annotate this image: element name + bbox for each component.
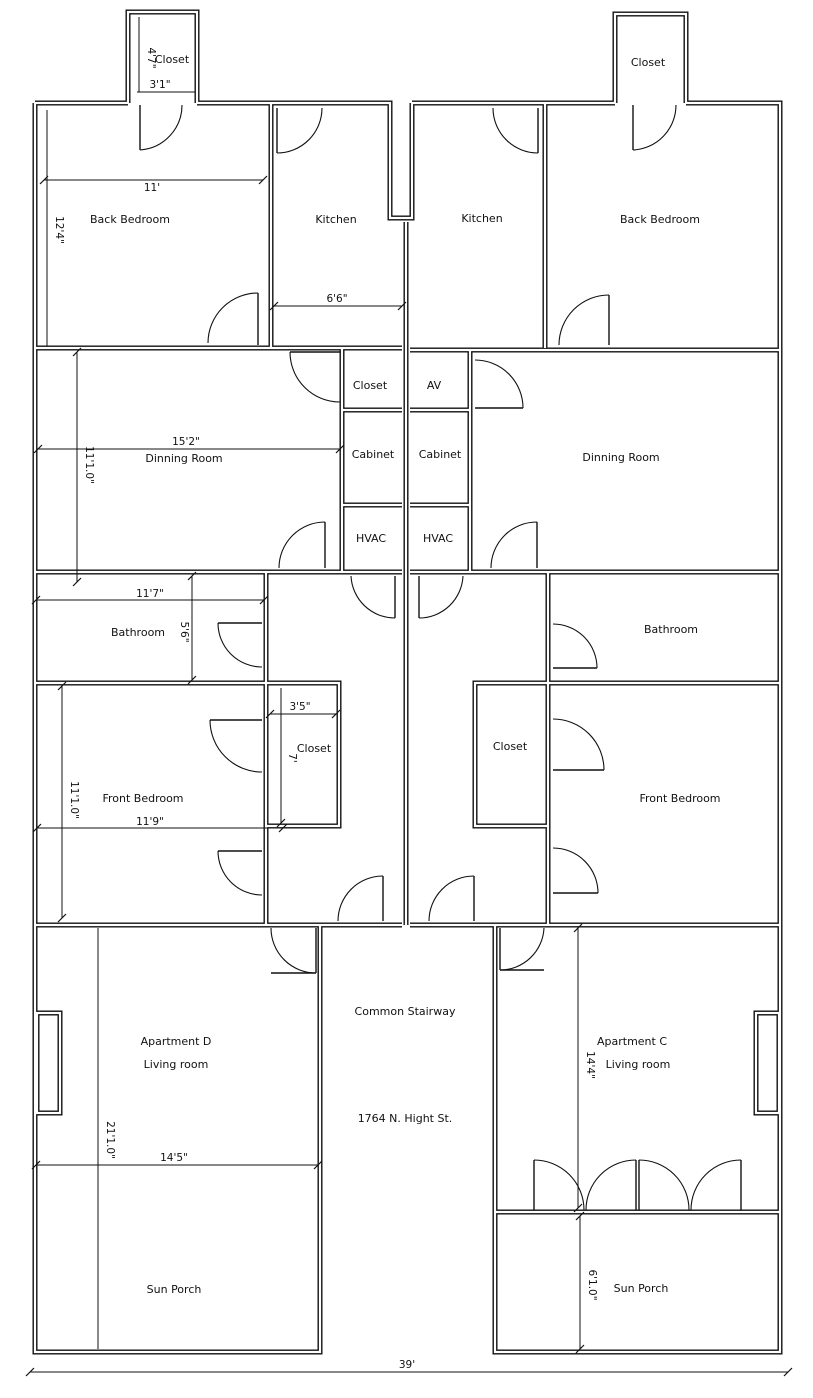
door-hall-d-bottom: [337, 875, 384, 922]
label-back-bedroom-c: Back Bedroom: [620, 213, 700, 226]
door-french-c-left: [533, 1159, 585, 1211]
door-back-bedroom-c: [558, 294, 610, 346]
dim-closet-top-h: 4'7": [145, 47, 157, 68]
dim-front-bedroom-h: 11'1.0": [68, 781, 80, 819]
label-closet-front-d: Closet: [297, 742, 332, 755]
label-kitchen-c: Kitchen: [461, 212, 502, 225]
label-cabinet-d: Cabinet: [352, 448, 395, 461]
door-dining-c-top: [474, 359, 524, 409]
label-bathroom-c: Bathroom: [644, 623, 698, 636]
door-dining-d-bottom: [278, 521, 326, 569]
label-living-c: Living room: [606, 1058, 671, 1071]
dim-dining-h: 11'1.0": [83, 446, 95, 484]
door-french-c-midl: [585, 1159, 637, 1211]
label-common-stairway: Common Stairway: [355, 1005, 456, 1018]
dimension-lines: [25, 17, 793, 1377]
label-living-d: Living room: [144, 1058, 209, 1071]
dim-closet-front-w: 3'5": [289, 701, 310, 713]
dim-closet-top-w: 3'1": [149, 79, 170, 91]
door-dining-c-bottom: [490, 521, 538, 569]
label-cabinet-c: Cabinet: [419, 448, 462, 461]
door-front-bedroom-d-top: [209, 719, 263, 773]
label-address: 1764 N. Hight St.: [358, 1112, 453, 1125]
door-front-bedroom-c-bottom: [552, 847, 599, 894]
label-closet-top-c: Closet: [631, 56, 666, 69]
dim-back-bedroom-w: 11': [144, 182, 160, 194]
door-back-bedroom-d: [207, 292, 259, 345]
door-kitchen-c: [492, 107, 539, 154]
label-sun-porch-c: Sun Porch: [614, 1282, 669, 1295]
door-hall-d-top: [350, 575, 396, 619]
door-bathroom-c: [552, 623, 598, 669]
dim-bathroom-h: 5'6": [178, 621, 190, 642]
label-dining-d: Dinning Room: [145, 452, 222, 465]
door-living-d: [270, 927, 317, 974]
door-dining-d-top: [289, 351, 341, 403]
dim-porch-c-h: 6'1.0": [586, 1269, 598, 1300]
label-closet-top-d: Closet: [155, 53, 190, 66]
door-living-c: [499, 927, 545, 971]
door-french-c-midr: [638, 1159, 690, 1211]
dim-living-c-h: 14'4": [584, 1051, 596, 1079]
label-front-bedroom-c: Front Bedroom: [639, 792, 720, 805]
label-av-c: AV: [427, 379, 442, 392]
dim-dining-w: 15'2": [172, 436, 200, 448]
dim-total-w: 39': [399, 1359, 415, 1371]
label-closet-front-c: Closet: [493, 740, 528, 753]
label-apartment-c: Apartment C: [597, 1035, 667, 1048]
dim-living-d-w: 14'5": [160, 1152, 188, 1164]
dim-front-bedroom-w: 11'9": [136, 816, 164, 828]
label-hvac-d: HVAC: [356, 532, 386, 545]
label-kitchen-d: Kitchen: [315, 213, 356, 226]
door-bathroom-d: [217, 622, 263, 668]
dim-living-d-h: 21'1.0": [104, 1121, 116, 1159]
label-dining-c: Dinning Room: [582, 451, 659, 464]
wall-inner-lines: [33, 10, 782, 1354]
door-french-c-right: [690, 1159, 742, 1211]
label-hvac-c: HVAC: [423, 532, 453, 545]
door-front-bedroom-c-top: [552, 718, 605, 771]
dimension-labels: 4'7" 3'1" 11' 12'4" 6'6" 15'2" 11'1.0" 1…: [53, 47, 598, 1371]
label-bathroom-d: Bathroom: [111, 626, 165, 639]
doors: [139, 104, 742, 1211]
label-closet-mid-d: Closet: [353, 379, 388, 392]
dim-bathroom-w: 11'7": [136, 588, 164, 600]
label-apartment-d: Apartment D: [141, 1035, 212, 1048]
label-sun-porch-d: Sun Porch: [147, 1283, 202, 1296]
door-kitchen-d: [276, 107, 323, 154]
label-front-bedroom-d: Front Bedroom: [102, 792, 183, 805]
dim-kitchen-w: 6'6": [326, 293, 347, 305]
label-back-bedroom-d: Back Bedroom: [90, 213, 170, 226]
door-hall-c-top: [418, 575, 464, 619]
dim-back-bedroom-h: 12'4": [53, 216, 65, 244]
door-front-bedroom-d-bottom: [217, 850, 263, 896]
dim-closet-front-h: 7': [286, 753, 298, 763]
door-closet-top-c: [632, 104, 677, 151]
door-hall-c-bottom: [428, 875, 475, 922]
door-closet-top-d: [139, 104, 183, 151]
room-labels: Closet Back Bedroom Kitchen Dinning Room…: [90, 53, 721, 1296]
